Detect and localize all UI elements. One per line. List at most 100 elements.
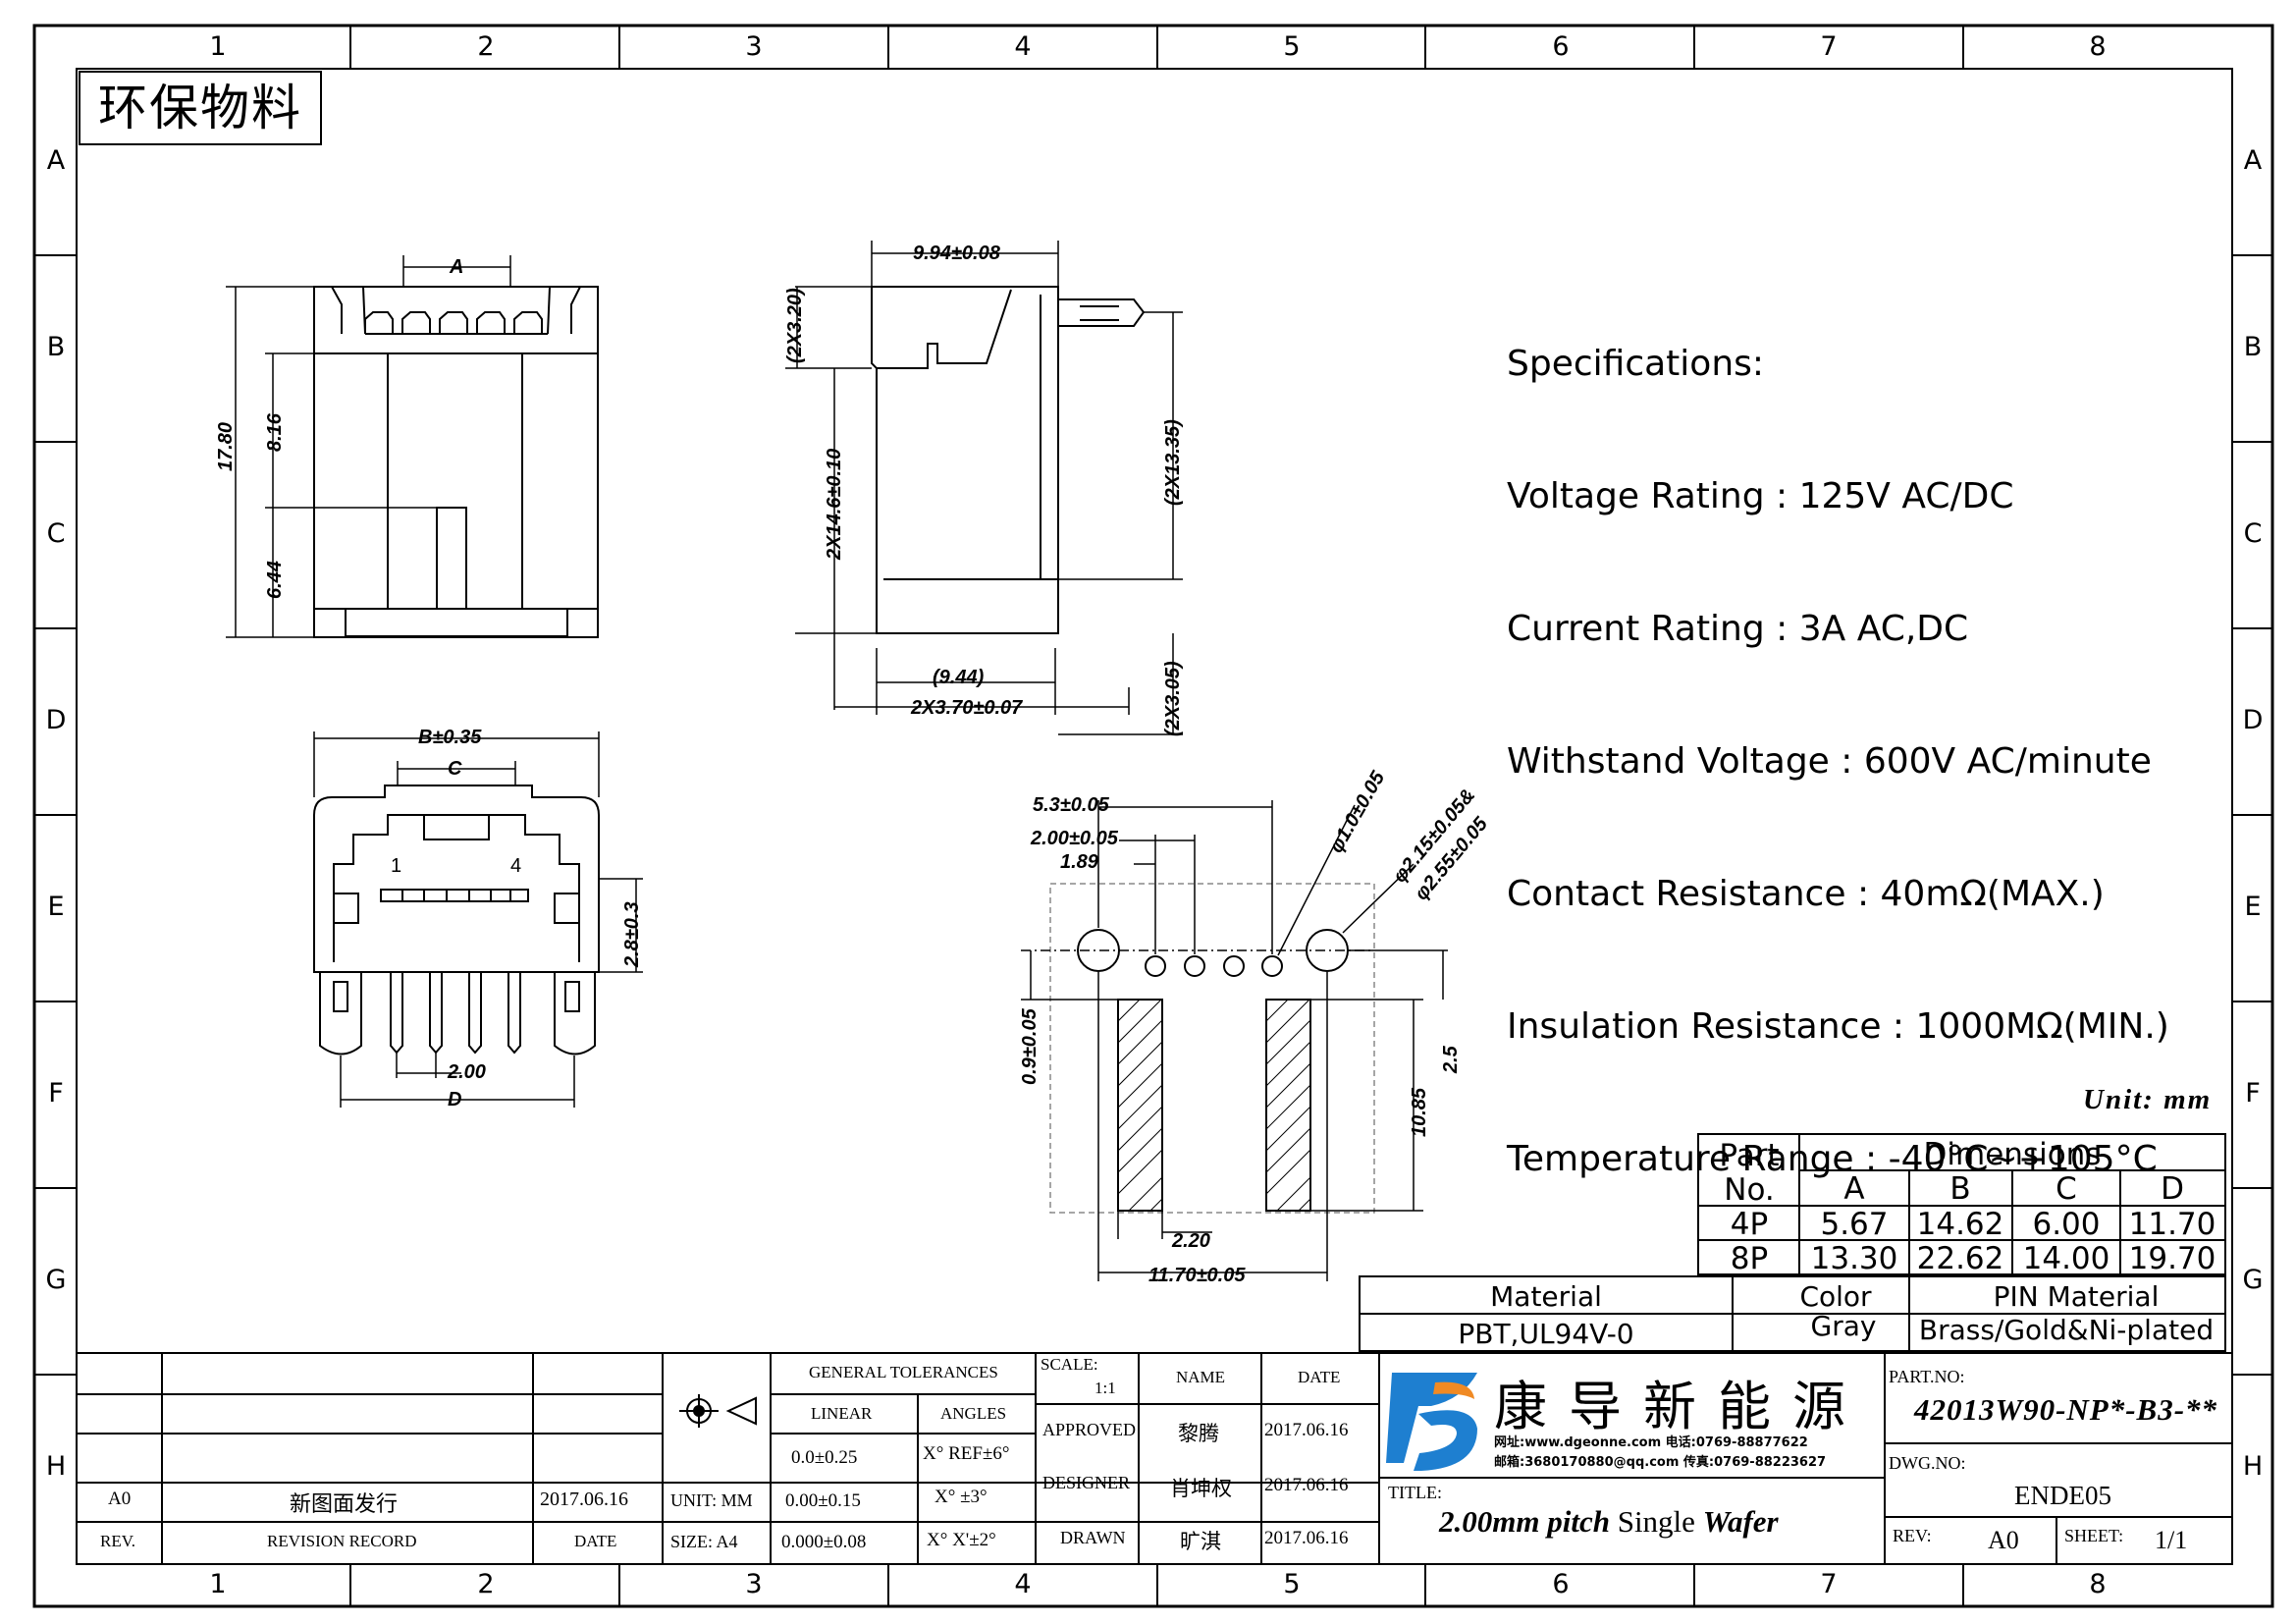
drawn-date: 2017.06.16: [1264, 1528, 1349, 1548]
company-contact-2: 邮箱:3680170880@qq.com 传真:0769-88223627: [1494, 1455, 1827, 1470]
dim-label-2x14-6: 2X14.6±0.10: [824, 449, 845, 561]
dim-label-2x3-20: (2X3.20): [784, 288, 806, 363]
zone-row-left-G: G: [45, 1265, 67, 1295]
dims-table-grid: [1697, 1133, 2226, 1275]
title-wafer: Wafer: [1702, 1504, 1779, 1539]
dims-row-8p-D: 19.70: [2129, 1241, 2216, 1276]
material-table-grid: [1359, 1275, 2226, 1352]
dim-label-2-5: 2.5: [1440, 1045, 1462, 1074]
eco-material-stamp: 环保物料: [79, 71, 322, 145]
revision-date: 2017.06.16: [540, 1489, 628, 1510]
bottom-view: [313, 731, 643, 1108]
drawing-number: ENDE05: [2014, 1481, 2111, 1510]
pin-material-value: Brass/Gold&Ni-plated: [1919, 1314, 2214, 1346]
title-label: TITLE:: [1388, 1483, 1442, 1502]
dim-label-2-00-pitch: 2.00: [447, 1061, 486, 1083]
revision-record-header: REVISION RECORD: [267, 1532, 417, 1550]
zone-row-right-A: A: [2243, 145, 2263, 176]
drawn-name: 旷淇: [1180, 1530, 1221, 1553]
sheet-frame: [32, 24, 2274, 1608]
dims-no-header: No.: [1724, 1172, 1774, 1208]
zone-col-bottom-6: 6: [1552, 1569, 1570, 1599]
side-view-labels: 9.94±0.08 (2X3.20) 2X14.6±0.10 (2X13.35)…: [784, 243, 1184, 736]
zone-row-right-E: E: [2244, 892, 2262, 922]
pin-1-label: 1: [391, 855, 401, 877]
part-no-label: PART.NO:: [1889, 1367, 1965, 1386]
color-value: Gray: [1811, 1310, 1877, 1342]
tolerance-linear-3: 0.000±0.08: [781, 1532, 867, 1552]
dims-row-4p-B: 14.62: [1917, 1207, 2004, 1242]
pcb-layout-labels: 5.3±0.05 2.00±0.05 1.89 φ1.0±0.05 φ2.15±…: [1019, 767, 1493, 1286]
zone-row-right-G: G: [2242, 1265, 2264, 1295]
dims-part-header: Part: [1719, 1138, 1779, 1173]
dims-row-8p-B: 22.62: [1917, 1241, 2004, 1276]
rev-label: REV:: [1893, 1526, 1932, 1545]
approval-date-header: DATE: [1298, 1368, 1341, 1386]
tolerances-linear-header: LINEAR: [811, 1404, 873, 1423]
dim-label-9-44: (9.44): [933, 667, 985, 688]
pcb-layout: [1021, 800, 1448, 1281]
zone-row-left-C: C: [46, 518, 66, 549]
dim-label-phi-1-0: φ1.0±0.05: [1325, 767, 1389, 856]
size-field: SIZE: A4: [670, 1532, 738, 1551]
zone-col-top-3: 3: [745, 31, 763, 62]
company-logo: [1386, 1373, 1477, 1471]
dims-col-B: B: [1949, 1171, 1970, 1207]
sheet-label: SHEET:: [2064, 1526, 2124, 1545]
zone-col-bottom-5: 5: [1283, 1569, 1301, 1599]
approved-date: 2017.06.16: [1264, 1420, 1349, 1440]
material-header: Material: [1490, 1280, 1602, 1313]
zone-row-right-D: D: [2242, 705, 2264, 735]
zone-row-left-B: B: [46, 332, 66, 362]
drawing-title: 2.00mm pitch Single Wafer: [1439, 1504, 1779, 1540]
zone-col-top-1: 1: [209, 31, 227, 62]
title-pitch: 2.00mm pitch: [1439, 1504, 1610, 1539]
dims-col-C: C: [2056, 1171, 2077, 1207]
material-table-text: Material PBT,UL94V-0 Color Gray PIN Mate…: [1458, 1280, 2214, 1350]
zone-col-top-8: 8: [2089, 31, 2107, 62]
front-view-labels: A 17.80 8.16 6.44: [215, 256, 463, 599]
dim-label-0-9: 0.9±0.05: [1019, 1007, 1041, 1085]
dim-label-1-89: 1.89: [1060, 851, 1099, 873]
zone-row-left-F: F: [48, 1078, 64, 1109]
dims-table-text: Part No. Dimensions A B C D 4P 5.67 14.6…: [1719, 1137, 2216, 1276]
tolerance-linear-2: 0.00±0.15: [785, 1490, 861, 1511]
unit-note: Unit: mm: [2083, 1084, 2213, 1115]
zone-col-bottom-4: 4: [1014, 1569, 1032, 1599]
zone-col-bottom-3: 3: [745, 1569, 763, 1599]
dims-row-4p-part: 4P: [1731, 1207, 1768, 1242]
dim-label-10-85: 10.85: [1409, 1087, 1430, 1137]
zone-col-bottom-7: 7: [1820, 1569, 1838, 1599]
dim-label-5-3: 5.3±0.05: [1033, 794, 1110, 816]
pin-material-header: PIN Material: [1994, 1280, 2160, 1313]
dims-row-4p-C: 6.00: [2032, 1207, 2100, 1242]
scale-label: SCALE:: [1041, 1355, 1098, 1374]
zone-col-bottom-1: 1: [209, 1569, 227, 1599]
dim-label-9-94: 9.94±0.08: [913, 243, 1001, 264]
dim-label-2x3-70: 2X3.70±0.07: [910, 697, 1023, 719]
revision-record: 新图面发行: [290, 1491, 399, 1516]
zone-col-bottom-8: 8: [2089, 1569, 2107, 1599]
rev-header: REV.: [100, 1532, 136, 1550]
tolerance-linear-1: 0.0±0.25: [791, 1447, 858, 1468]
dim-label-C: C: [448, 758, 462, 780]
zone-row-right-C: C: [2243, 518, 2263, 549]
scale-value: 1:1: [1095, 1379, 1116, 1397]
projection-symbol: [679, 1394, 757, 1428]
dim-label-D: D: [448, 1089, 461, 1110]
dim-label-2x13-35: (2X13.35): [1162, 419, 1184, 506]
spec-current-rating: Current Rating : 3A AC,DC: [1507, 609, 1969, 649]
designer-name: 肖坤权: [1170, 1477, 1232, 1500]
dims-row-8p-C: 14.00: [2023, 1241, 2110, 1276]
dims-row-4p-D: 11.70: [2129, 1207, 2216, 1242]
unit-field: UNIT: MM: [670, 1490, 753, 1510]
zone-col-top-6: 6: [1552, 31, 1570, 62]
zone-row-left-E: E: [47, 892, 65, 922]
specifications-heading: Specifications:: [1507, 344, 1765, 384]
spec-temperature-range: Temperature Range : -40°C~+105°C: [1507, 1139, 2158, 1179]
title-block-grid: [77, 1352, 2232, 1564]
designer-date: 2017.06.16: [1264, 1475, 1349, 1495]
zone-col-top-7: 7: [1820, 31, 1838, 62]
approved-name: 黎腾: [1178, 1422, 1219, 1445]
